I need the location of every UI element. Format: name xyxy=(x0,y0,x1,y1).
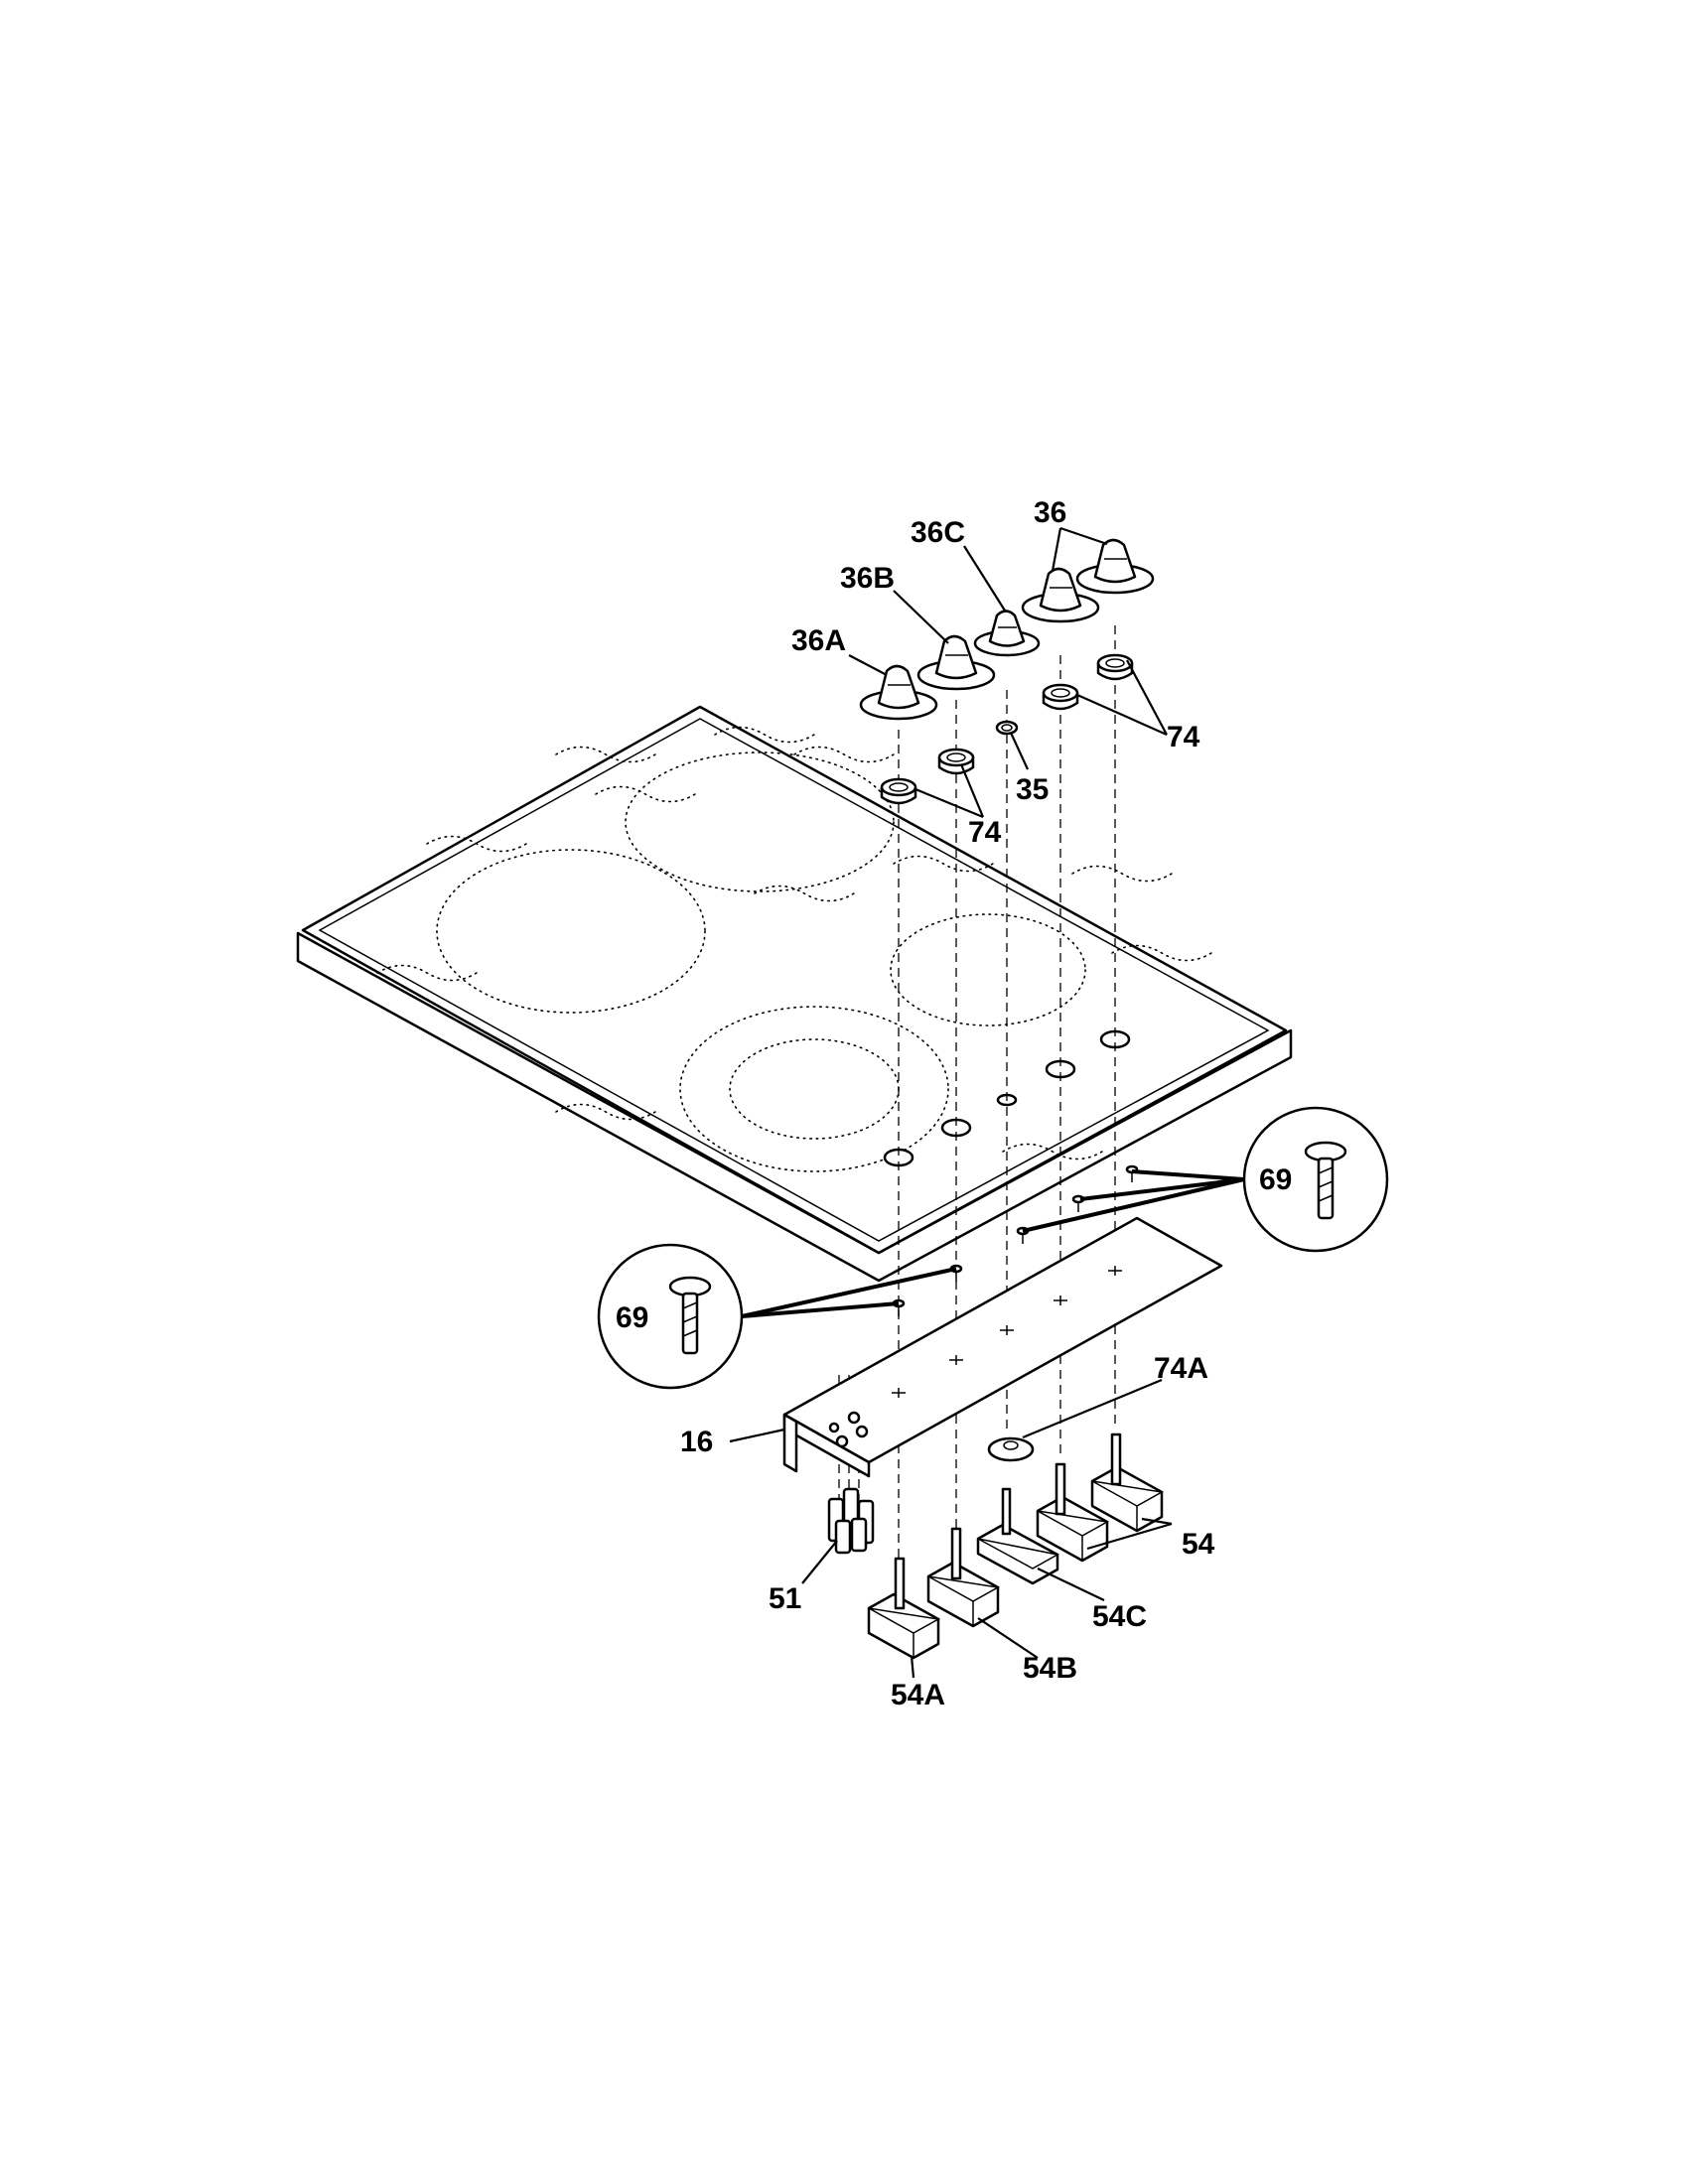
label-36: 36 xyxy=(1034,496,1066,529)
label-36C: 36C xyxy=(911,516,965,549)
label-74-right: 74 xyxy=(1167,721,1200,753)
control-bracket-16 xyxy=(782,1216,1223,1478)
label-74-left: 74 xyxy=(968,816,1002,849)
callout-69-left xyxy=(597,1243,957,1390)
switch-54-left xyxy=(1036,1462,1110,1563)
label-36B: 36B xyxy=(840,562,895,595)
switch-54A xyxy=(867,1557,941,1660)
bezel-74-3 xyxy=(1042,683,1079,711)
label-36A: 36A xyxy=(791,624,846,657)
bezel-74-1 xyxy=(880,777,917,805)
knob-36-right xyxy=(1075,538,1155,595)
label-54A: 54A xyxy=(891,1679,945,1711)
seal-35 xyxy=(995,720,1019,736)
label-74A: 74A xyxy=(1154,1352,1208,1385)
label-54B: 54B xyxy=(1023,1652,1077,1685)
knob-36-left xyxy=(1021,567,1100,623)
knob-36A xyxy=(859,664,938,721)
label-54C: 54C xyxy=(1092,1600,1147,1633)
disc-74A xyxy=(987,1436,1035,1462)
knob-36C xyxy=(973,610,1041,657)
indicator-lights-51 xyxy=(827,1487,875,1555)
leader-lines xyxy=(729,526,1173,1679)
label-16: 16 xyxy=(680,1426,713,1458)
label-51: 51 xyxy=(769,1582,801,1615)
label-54: 54 xyxy=(1182,1528,1215,1561)
knob-36B xyxy=(916,634,996,691)
callout-69-right xyxy=(1022,1106,1389,1253)
switch-54B xyxy=(926,1527,1001,1628)
cooktop-glass-top xyxy=(296,705,1293,1283)
bezel-74-2 xyxy=(937,748,975,775)
label-69-left: 69 xyxy=(616,1301,648,1334)
label-35: 35 xyxy=(1016,773,1049,806)
bezel-74-4 xyxy=(1096,653,1134,681)
switch-54-right xyxy=(1090,1433,1165,1533)
part-labels: 36 36C 36B 36A 74 35 74 69 69 74A 16 54 … xyxy=(616,496,1292,1711)
label-69-right: 69 xyxy=(1259,1163,1292,1196)
